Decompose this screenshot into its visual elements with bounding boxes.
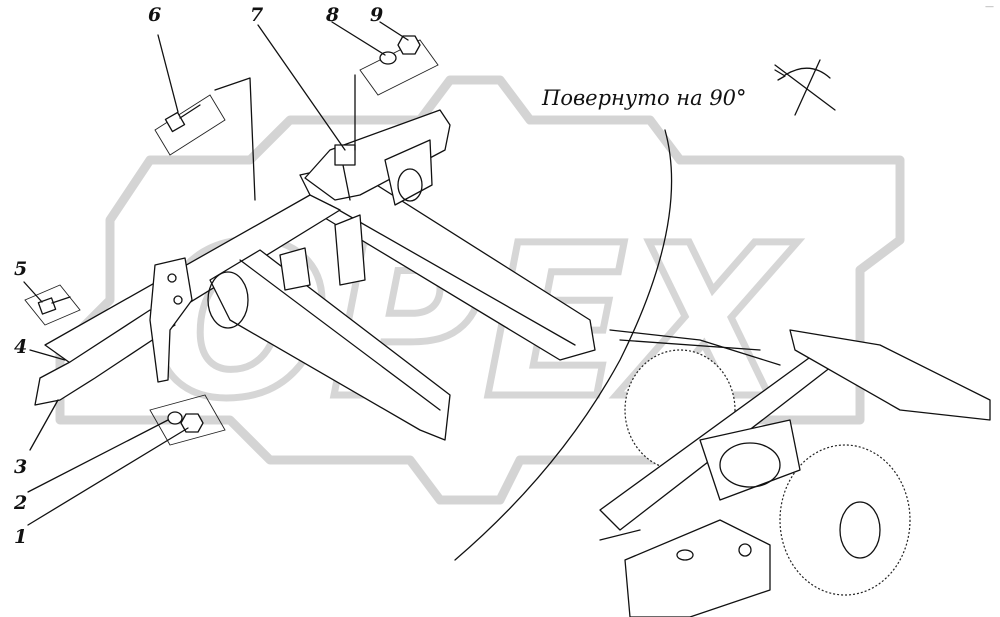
- callout-5: 5: [14, 258, 28, 280]
- rotation-caption: Повернуто на 90°: [542, 86, 747, 110]
- callout-9: 9: [370, 4, 384, 26]
- rotation-symbol-icon: [774, 59, 836, 116]
- inset-view: [454, 129, 991, 617]
- hardware: [24, 35, 439, 446]
- leader-lines: [23, 21, 409, 526]
- callout-2: 2: [14, 492, 28, 514]
- corner-mark: —: [985, 2, 994, 12]
- callout-1: 1: [14, 526, 28, 548]
- callout-3: 3: [14, 456, 28, 478]
- callout-8: 8: [326, 4, 340, 26]
- callout-7: 7: [250, 4, 264, 26]
- callout-4: 4: [14, 336, 28, 358]
- callout-6: 6: [148, 4, 162, 26]
- frame-assembly: [34, 109, 596, 441]
